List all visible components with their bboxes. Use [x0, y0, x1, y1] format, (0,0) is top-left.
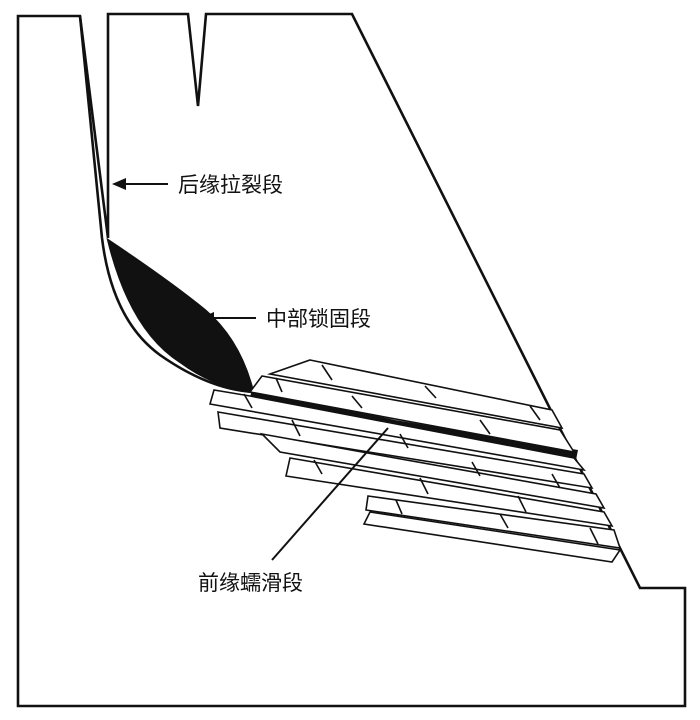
joint	[291, 419, 301, 437]
stratum-8	[362, 511, 622, 563]
joint	[479, 419, 491, 435]
middle-locked-arrow	[200, 312, 256, 324]
joint	[499, 513, 509, 529]
stratum-2	[248, 375, 576, 454]
joint	[517, 495, 527, 513]
joint	[471, 461, 481, 477]
rear-tension-arrow	[112, 178, 168, 190]
joint	[551, 473, 561, 489]
stratum-7	[365, 495, 622, 549]
slope-outline	[16, 12, 687, 708]
stratum-5	[259, 432, 606, 510]
label-middle-locked: 中部锁固段	[266, 307, 371, 331]
stratum-joints	[243, 364, 599, 545]
joint	[424, 385, 437, 399]
joint	[275, 377, 283, 393]
front-creep-pointer	[271, 427, 389, 561]
joint	[419, 477, 429, 495]
joint	[313, 459, 323, 475]
rock-strata	[208, 359, 622, 563]
stratum-4	[217, 411, 594, 490]
stratum-1	[266, 359, 564, 430]
joint	[399, 433, 409, 449]
label-front-creep: 前缘蠕滑段	[198, 571, 303, 595]
rear-tension-crack	[78, 15, 256, 394]
label-rear-tension: 后缘拉裂段	[178, 173, 283, 197]
joint	[589, 527, 599, 545]
joint	[243, 393, 253, 409]
joint	[351, 395, 363, 409]
joint	[529, 405, 541, 421]
stratum-6	[285, 457, 614, 528]
joint	[395, 499, 403, 515]
joint	[321, 364, 333, 381]
